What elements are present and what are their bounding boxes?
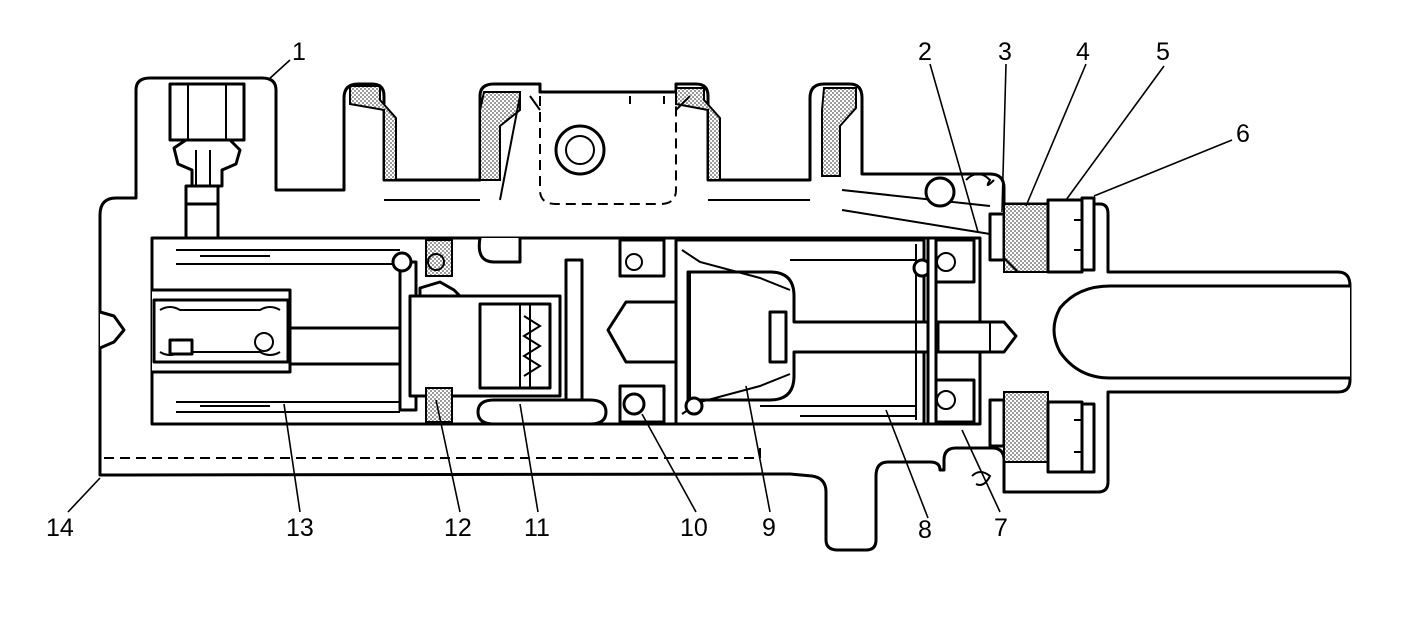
flange-seal-lower — [988, 391, 1096, 474]
seal-ring-upper — [427, 253, 445, 271]
boss-seal-center-right — [675, 87, 721, 181]
housing-end-notch — [98, 310, 126, 350]
callout-9: 9 — [762, 514, 776, 542]
flange-port — [924, 176, 956, 208]
callout-11: 11 — [524, 514, 550, 542]
flange-squiggle — [965, 173, 995, 186]
boss-seal-center-left — [479, 91, 521, 181]
retaining-washer — [926, 236, 938, 426]
callout-5: 5 — [1156, 38, 1170, 66]
secondary-spring — [176, 249, 400, 413]
callout-13: 13 — [286, 514, 314, 542]
reservoir-port-dashed — [539, 96, 677, 205]
callout-8: 8 — [918, 516, 932, 544]
boss-seal-left — [349, 85, 397, 181]
leader-lines — [67, 59, 1233, 519]
bleeder-fitting — [168, 82, 246, 242]
callout-10: 10 — [680, 514, 708, 542]
callout-7: 7 — [994, 514, 1008, 542]
callout-6: 6 — [1236, 120, 1250, 148]
primary-seal-lower — [930, 378, 976, 424]
comp-port-upper — [477, 236, 522, 264]
reservoir-bolt — [554, 124, 606, 176]
comp-port-lower — [476, 398, 608, 426]
stop-column — [564, 258, 584, 402]
flange-seal-upper — [988, 196, 1096, 274]
callout-12: 12 — [444, 514, 472, 542]
primary-piston — [606, 238, 934, 426]
callout-14: 14 — [46, 514, 74, 542]
flange-squiggle-lower — [971, 471, 992, 486]
callout-labels: 1 2 3 4 5 6 7 8 9 10 11 12 13 14 — [46, 38, 1250, 544]
secondary-piston — [288, 251, 562, 412]
reservoir-grommet-lines — [384, 95, 810, 201]
flange-passage — [841, 189, 991, 235]
callout-4: 4 — [1076, 38, 1090, 66]
end-plug — [150, 288, 292, 374]
push-rod — [936, 320, 1018, 354]
boss-seal-right — [821, 87, 857, 177]
booster-housing — [1052, 284, 1352, 380]
primary-seal-upper — [930, 238, 976, 284]
callout-3: 3 — [998, 38, 1012, 66]
callout-2: 2 — [918, 38, 932, 66]
callout-1: 1 — [292, 38, 306, 66]
